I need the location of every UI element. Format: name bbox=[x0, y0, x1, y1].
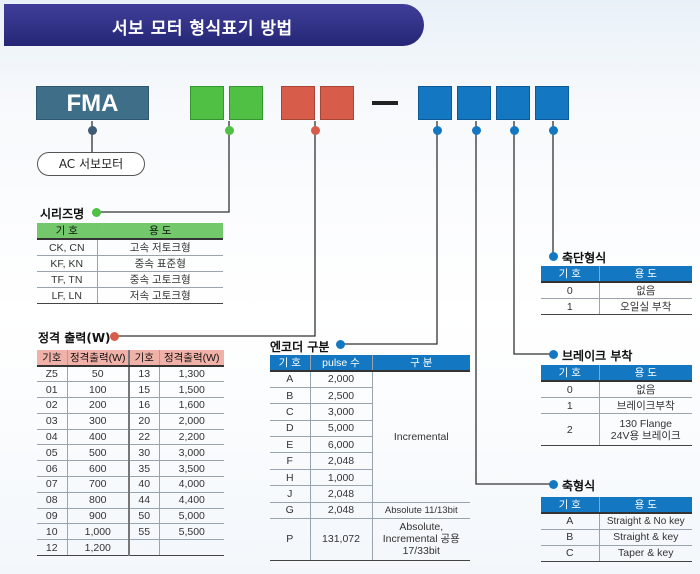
shaft-label-dot bbox=[549, 480, 558, 489]
page-title: 서보 모터 형식표기 방법 bbox=[112, 19, 293, 39]
prefix-dot bbox=[88, 126, 97, 135]
title-banner: 서보 모터 형식표기 방법 bbox=[4, 4, 424, 46]
shaft-dot bbox=[472, 126, 481, 135]
series-dot bbox=[225, 126, 234, 135]
shaft-end-dot bbox=[549, 126, 558, 135]
line-series bbox=[98, 121, 230, 213]
brake-box bbox=[496, 86, 530, 120]
line-encoder bbox=[340, 121, 438, 345]
shaft-end-label: 축단형식 bbox=[562, 251, 607, 265]
brake-label: 브레이크 부착 bbox=[562, 349, 633, 363]
power-box-2 bbox=[320, 86, 354, 120]
prefix-box: FMA bbox=[36, 86, 149, 120]
shaft-label: 축형식 bbox=[562, 479, 596, 493]
series-header-code: 기 호 bbox=[37, 223, 97, 240]
encoder-dot bbox=[433, 126, 442, 135]
shaft-end-box bbox=[535, 86, 569, 120]
series-box-1 bbox=[190, 86, 224, 120]
encoder-label-dot bbox=[336, 340, 345, 349]
power-label: 정격 출력(W) bbox=[38, 331, 111, 345]
series-label: 시리즈명 bbox=[40, 207, 85, 221]
code-dash bbox=[372, 101, 398, 105]
encoder-box bbox=[418, 86, 452, 120]
line-shaft-end bbox=[552, 121, 554, 257]
line-power bbox=[117, 121, 316, 337]
incremental-cell: Incremental bbox=[371, 371, 470, 503]
series-box-2 bbox=[229, 86, 263, 120]
line-shaft bbox=[475, 121, 552, 485]
shaft-end-label-dot bbox=[549, 252, 558, 261]
series-label-dot bbox=[92, 208, 101, 217]
brake-dot bbox=[510, 126, 519, 135]
encoder-label: 엔코더 구분 bbox=[270, 340, 330, 354]
shaft-box bbox=[457, 86, 491, 120]
series-header-usage: 용 도 bbox=[96, 223, 223, 240]
brake-label-dot bbox=[549, 350, 558, 359]
power-box-1 bbox=[281, 86, 315, 120]
line-brake bbox=[513, 121, 551, 355]
power-label-dot bbox=[110, 332, 119, 341]
power-dot bbox=[311, 126, 320, 135]
ac-servo-label: AC 서보모터 bbox=[37, 152, 145, 176]
